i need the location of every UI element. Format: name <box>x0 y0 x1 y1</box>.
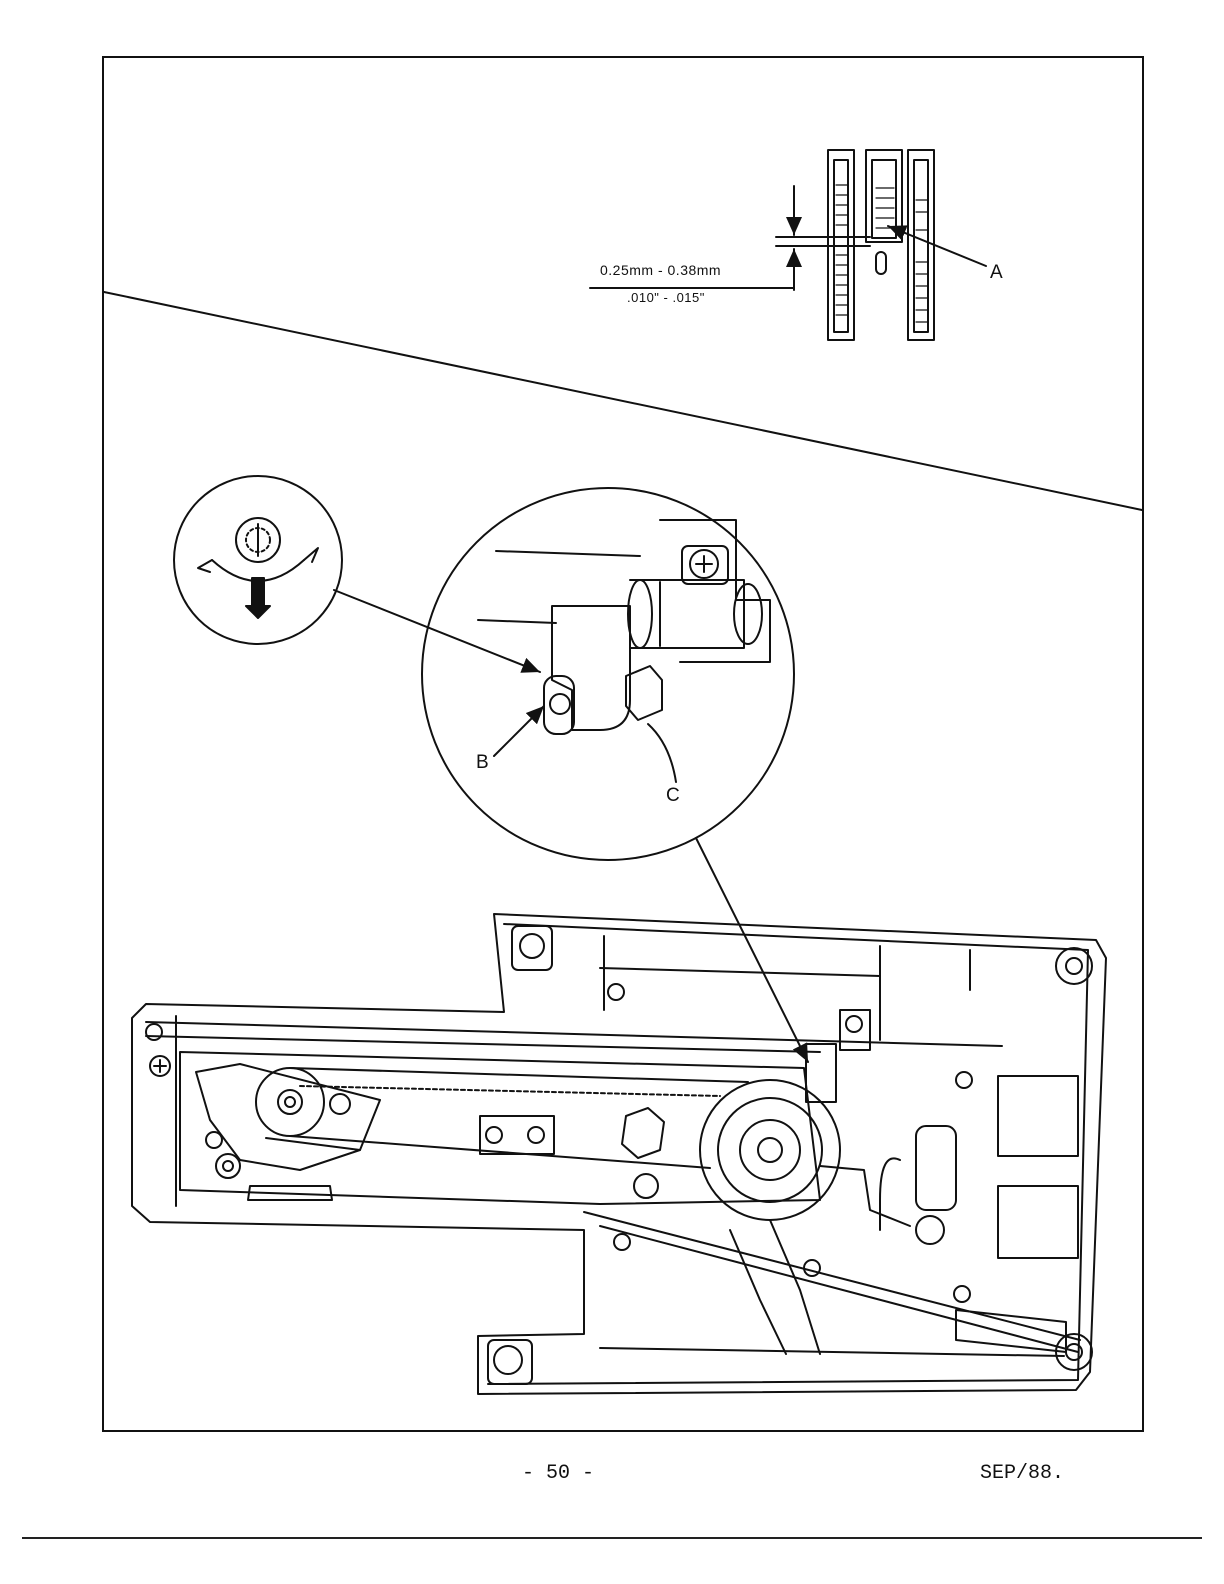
callout-label-c: C <box>666 785 680 806</box>
gap-measurement-imperial: .010" - .015" <box>627 290 705 305</box>
figure-frame <box>102 56 1144 1432</box>
callout-label-a: A <box>990 262 1003 283</box>
bottom-rule <box>22 1537 1202 1539</box>
feed-dog-detail <box>589 149 987 341</box>
gap-measurement-metric: 0.25mm - 0.38mm <box>600 262 722 278</box>
machine-base-assembly <box>131 913 1107 1395</box>
bracket-detail <box>421 487 809 1063</box>
eccentric-screw-detail <box>173 475 541 673</box>
revision-date: SEP/88. <box>980 1462 1065 1485</box>
section-divider <box>103 291 1143 511</box>
callout-label-b: B <box>476 752 489 773</box>
page-number: - 50 - <box>522 1462 595 1485</box>
